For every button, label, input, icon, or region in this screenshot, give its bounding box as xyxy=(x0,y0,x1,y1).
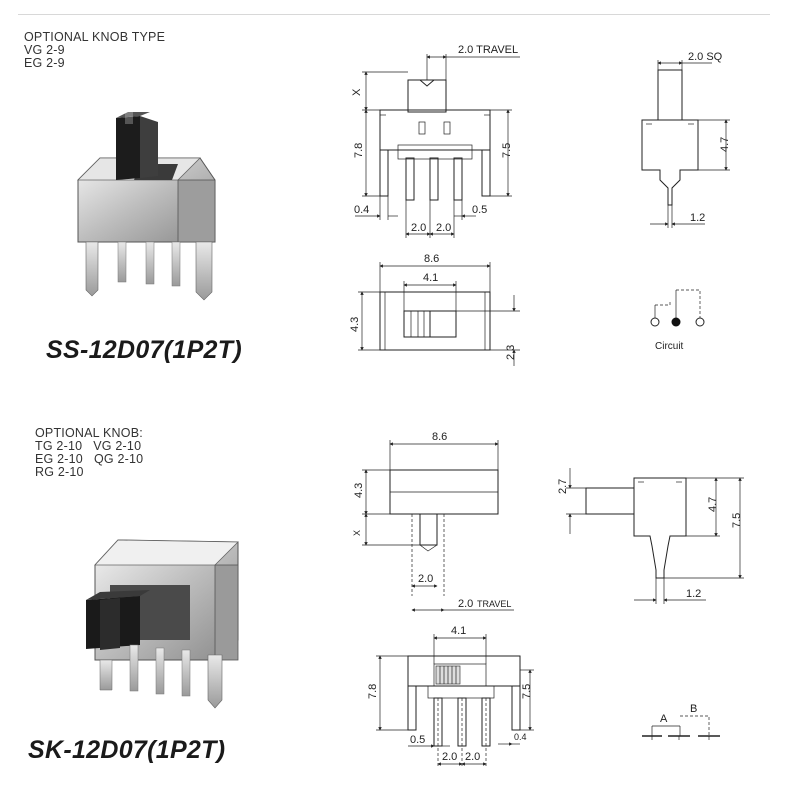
dim-x: X xyxy=(352,530,362,536)
switch-photo-sk xyxy=(86,539,239,709)
dim-height-7-8: 7.8 xyxy=(367,684,379,699)
dim-x: X xyxy=(351,88,363,96)
knob-option: EG 2-10 QG 2-10 xyxy=(35,452,144,466)
knob-option: TG 2-10 VG 2-10 xyxy=(35,439,142,453)
knob-options-1: OPTIONAL KNOB TYPE VG 2-9 EG 2-9 xyxy=(24,31,165,70)
knob-options-2: OPTIONAL KNOB: TG 2-10 VG 2-10 EG 2-10 Q… xyxy=(35,427,143,479)
dim-travel-label: TRAVEL xyxy=(477,599,511,609)
dim-height-7-5: 7.5 xyxy=(521,684,533,699)
dim-height-2-7: 2.7 xyxy=(557,479,569,494)
dim-travel-value: 2.0 xyxy=(458,598,473,610)
dim-travel: 2.0 TRAVEL xyxy=(458,44,518,56)
dim-width-1-2: 1.2 xyxy=(690,212,705,224)
dim-pitch: 2.0 xyxy=(465,751,480,763)
ss-side-view: 2.0 SQ 4.7 1.2 xyxy=(641,51,731,228)
knob-options-title: OPTIONAL KNOB: xyxy=(35,426,143,440)
dim-height-7-8: 7.8 xyxy=(353,143,365,158)
knob-option: VG 2-9 xyxy=(24,43,65,57)
dim-width-4-1: 4.1 xyxy=(451,625,466,637)
dim-height-4-3: 4.3 xyxy=(349,317,361,332)
dim-width-8-6: 8.6 xyxy=(424,253,439,265)
dim-pitch: 2.0 xyxy=(442,751,457,763)
dim-height-4-3: 4.3 xyxy=(353,483,365,498)
dim-0-4: 0.4 xyxy=(514,732,527,742)
dim-pitch: 2.0 xyxy=(418,573,433,585)
sk-side-view: 2.7 4.7 7.5 1.2 xyxy=(557,468,744,604)
switch-photo-ss xyxy=(77,112,216,301)
dim-pitch: 2.0 xyxy=(436,222,451,234)
dim-width-1-2: 1.2 xyxy=(686,588,701,600)
dim-height-4-7: 4.7 xyxy=(707,497,719,512)
circuit-symbol-ss: Circuit xyxy=(650,289,705,352)
dim-pitch: 2.0 xyxy=(411,222,426,234)
dim-height-7-5: 7.5 xyxy=(501,143,513,158)
ss-top-view: 8.6 4.1 4.3 2.3 xyxy=(349,253,520,366)
dim-width-4-1: 4.1 xyxy=(423,272,438,284)
dim-width-8-6: 8.6 xyxy=(432,431,447,443)
circuit-symbol-sk: A B xyxy=(642,703,720,740)
dim-0-5: 0.5 xyxy=(472,204,487,216)
dim-0-5: 0.5 xyxy=(410,734,425,746)
model-name-sk: SK-12D07(1P2T) xyxy=(28,736,226,764)
dim-height-7-5: 7.5 xyxy=(731,513,743,528)
dim-0-4: 0.4 xyxy=(354,204,369,216)
sk-top-view: 8.6 4.3 X 2.0 2.0 TRAVEL xyxy=(352,431,514,612)
dim-height-4-7: 4.7 xyxy=(719,137,731,152)
circuit-terminal-b: B xyxy=(690,703,697,715)
knob-option: EG 2-9 xyxy=(24,56,65,70)
sk-front-view: 4.1 7.8 7.5 0.5 0.4 2.0 2.0 xyxy=(367,625,534,768)
circuit-label: Circuit xyxy=(655,341,684,352)
circuit-terminal-a: A xyxy=(660,713,668,725)
ss-front-view: 2.0 TRAVEL X 7.8 7.5 0.4 0.5 2.0 2.0 xyxy=(351,44,520,238)
model-name-ss: SS-12D07(1P2T) xyxy=(46,336,242,364)
dim-knob-square: 2.0 SQ xyxy=(688,51,723,63)
knob-options-title: OPTIONAL KNOB TYPE xyxy=(24,30,166,44)
knob-option: RG 2-10 xyxy=(35,465,84,479)
dim-height-2-3: 2.3 xyxy=(505,345,517,360)
top-divider xyxy=(18,14,770,15)
